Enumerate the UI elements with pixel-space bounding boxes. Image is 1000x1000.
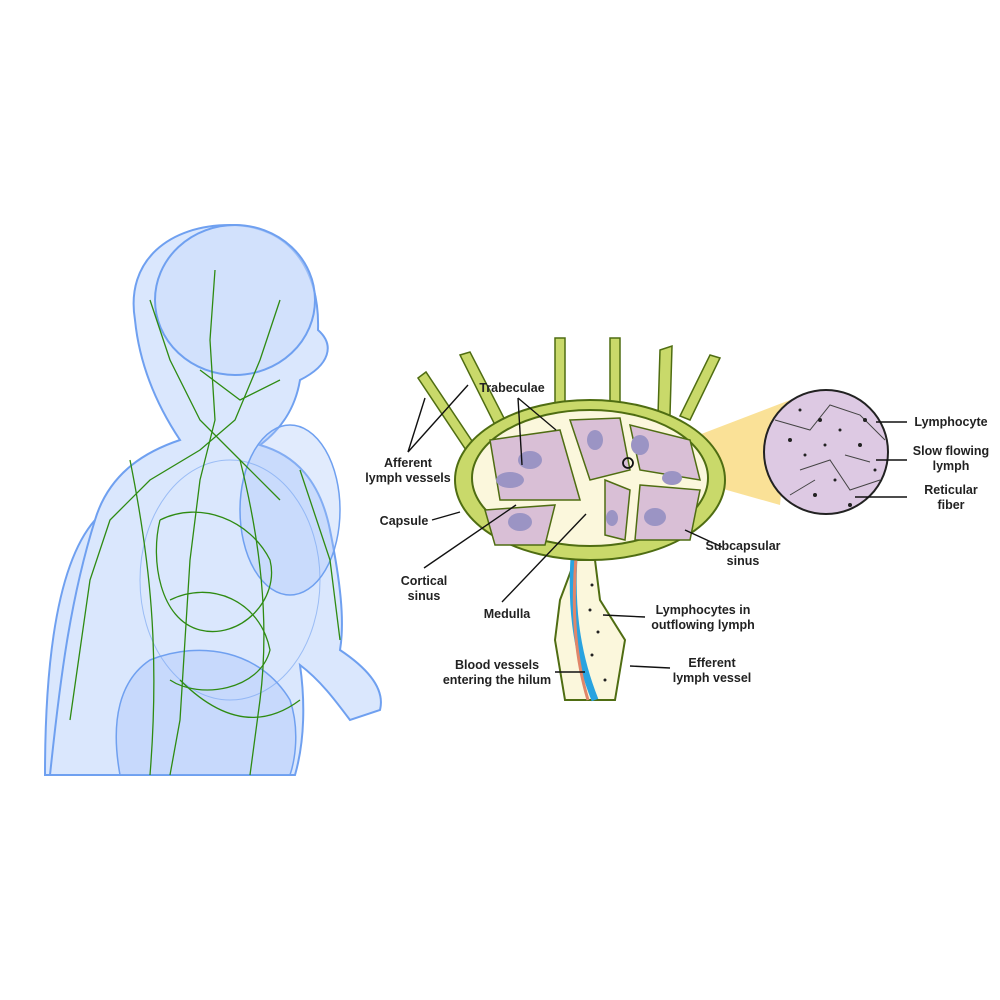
label-capsule: Capsule (380, 514, 429, 528)
lymph-network (69, 269, 341, 776)
label-efferent-2: lymph vessel (673, 671, 752, 685)
label-lymphocytes-outflow: Lymphocytes in (656, 603, 751, 617)
follicles (496, 430, 682, 531)
blood-vessel-red (572, 544, 590, 701)
labels: Afferent lymph vessels Trabeculae Capsul… (365, 381, 989, 687)
leader-lines (407, 384, 907, 673)
label-slow-lymph-2: lymph (933, 459, 970, 473)
label-efferent: Efferent (688, 656, 736, 670)
label-slow-lymph: Slow flowing (913, 444, 989, 458)
label-lymphocyte: Lymphocyte (914, 415, 987, 429)
label-subcapsular-sinus: Subcapsular (705, 539, 780, 553)
label-afferent: Afferent (384, 456, 433, 470)
label-trabeculae: Trabeculae (479, 381, 544, 395)
lymph-node (454, 399, 726, 702)
label-subcapsular-sinus-2: sinus (727, 554, 760, 568)
human-figure (43, 223, 382, 776)
label-medulla: Medulla (484, 607, 532, 621)
label-reticular: Reticular (924, 483, 978, 497)
label-afferent-2: lymph vessels (365, 471, 451, 485)
label-blood-vessels: Blood vessels (455, 658, 539, 672)
label-blood-vessels-2: entering the hilum (443, 673, 551, 687)
label-lymphocytes-outflow-2: outflowing lymph (651, 618, 754, 632)
inset-magnified-view (763, 389, 889, 515)
label-cortical-sinus-2: sinus (408, 589, 441, 603)
label-cortical-sinus: Cortical (401, 574, 448, 588)
label-reticular-2: fiber (937, 498, 964, 512)
